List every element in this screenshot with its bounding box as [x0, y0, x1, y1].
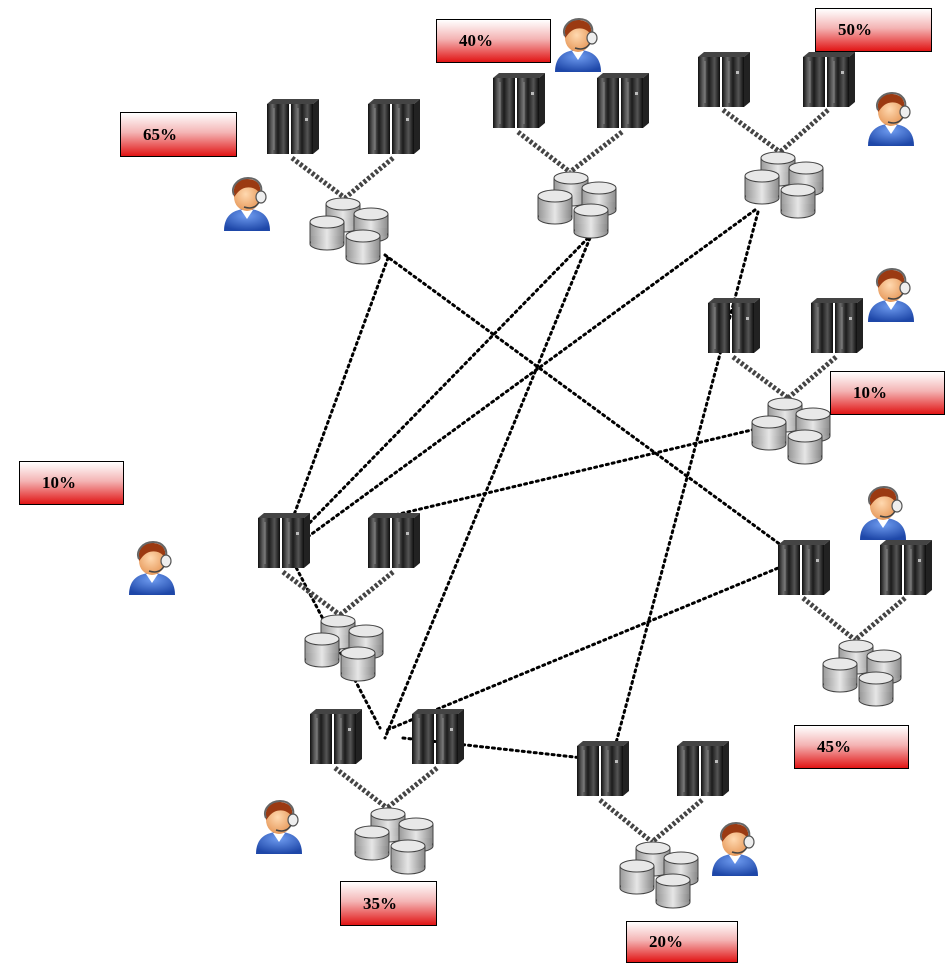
load-label-35: 35% — [340, 881, 437, 926]
server-icon — [879, 539, 933, 596]
user-icon — [867, 92, 915, 147]
cluster-20 — [576, 740, 759, 908]
dotted-links — [281, 208, 787, 760]
server-icon — [266, 98, 320, 155]
server-icon — [777, 539, 831, 596]
database-icon — [620, 842, 698, 908]
server-icon — [309, 708, 363, 765]
load-label-10-left: 10% — [19, 461, 124, 505]
load-label-20: 20% — [626, 921, 738, 963]
user-icon — [128, 541, 176, 596]
server-icon — [810, 297, 864, 354]
cluster-65 — [223, 98, 421, 264]
load-label-45: 45% — [794, 725, 909, 769]
database-icon — [745, 152, 823, 218]
server-icon — [596, 72, 650, 129]
cluster-35 — [255, 708, 465, 874]
cluster-40 — [492, 18, 650, 238]
server-icon — [697, 51, 751, 108]
database-icon — [355, 808, 433, 874]
cluster-50 — [697, 51, 915, 218]
cluster-10-left — [128, 512, 421, 681]
database-icon — [752, 398, 830, 464]
user-icon — [223, 177, 271, 232]
server-icon — [367, 512, 421, 569]
server-icon — [676, 740, 730, 797]
server-icon — [257, 512, 311, 569]
load-label-65: 65% — [120, 112, 237, 157]
server-icon — [367, 98, 421, 155]
load-label-40: 40% — [436, 19, 551, 63]
user-icon — [554, 18, 602, 73]
user-icon — [859, 486, 907, 541]
database-icon — [823, 640, 901, 706]
database-icon — [538, 172, 616, 238]
load-label-50: 50% — [815, 8, 932, 52]
cluster-45 — [777, 486, 933, 706]
load-label-10-right: 10% — [830, 371, 945, 415]
cluster-10-right — [707, 268, 915, 464]
server-icon — [411, 708, 465, 765]
user-icon — [867, 268, 915, 323]
user-icon — [711, 822, 759, 877]
server-icon — [492, 72, 546, 129]
user-icon — [255, 800, 303, 855]
database-icon — [305, 615, 383, 681]
server-icon — [576, 740, 630, 797]
server-icon — [707, 297, 761, 354]
database-icon — [310, 198, 388, 264]
server-icon — [802, 51, 856, 108]
